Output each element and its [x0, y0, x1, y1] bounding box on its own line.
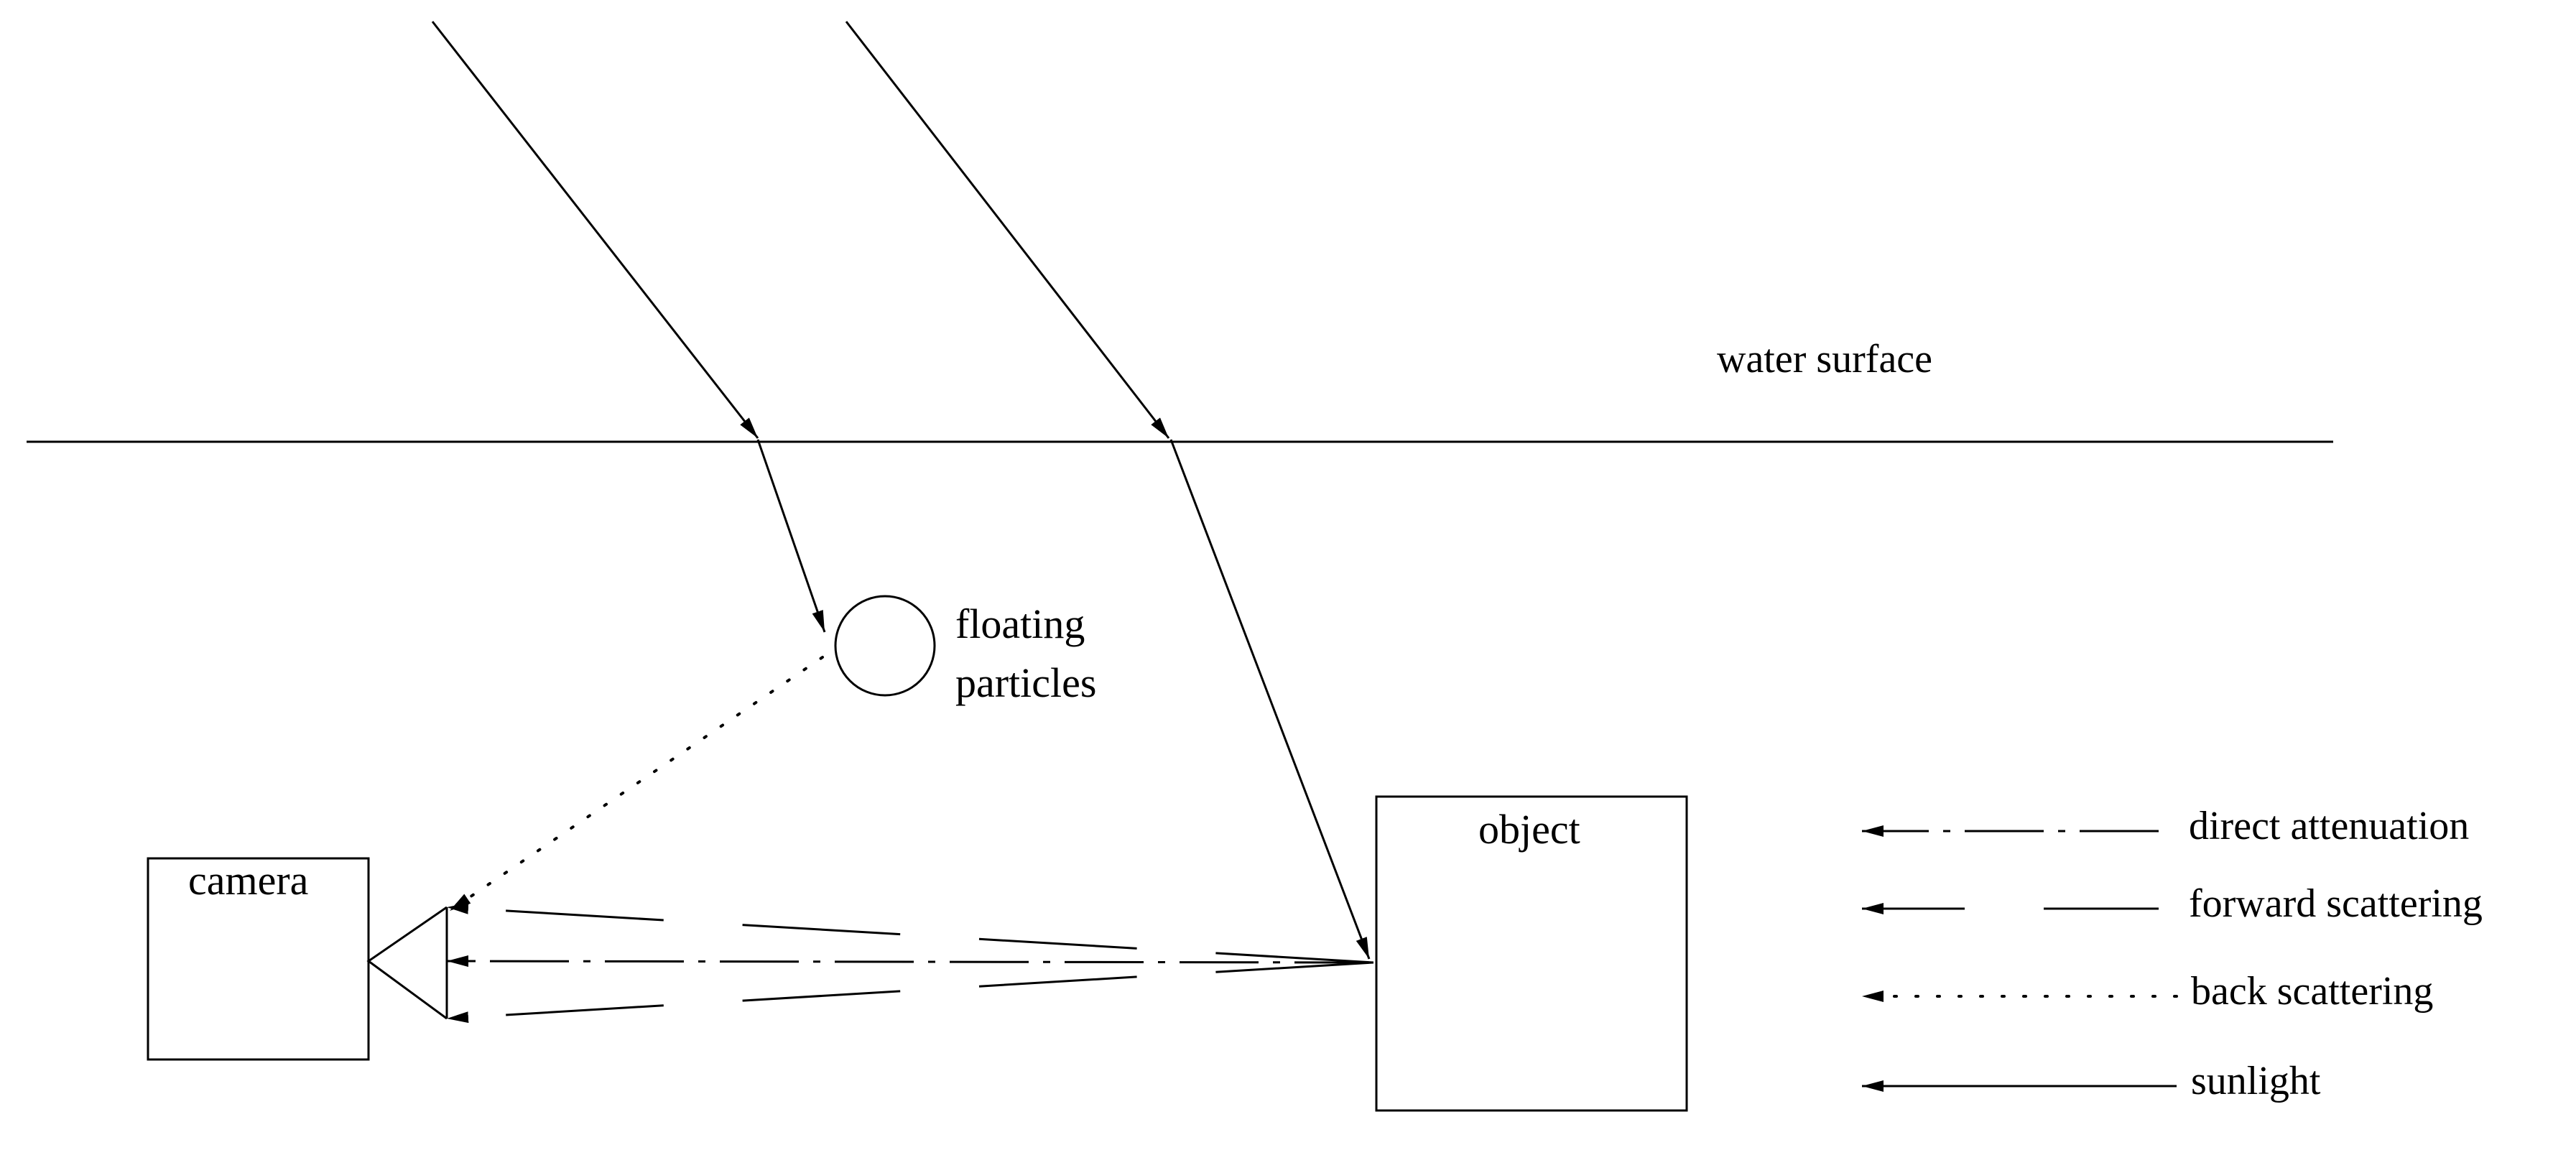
legend: direct attenuation forward scattering ba… [1861, 804, 2483, 1103]
legend-direct-label: direct attenuation [2189, 804, 2469, 848]
floating-particle [834, 595, 936, 697]
camera-label: camera [188, 857, 308, 904]
direct-attenuation-ray [446, 955, 1374, 968]
water-surface-label: water surface [1717, 337, 1932, 381]
sunlight-ray-2-refracted [1169, 439, 1371, 960]
sunlight-ray-2-incident [845, 21, 1170, 439]
object-box [1375, 795, 1688, 1112]
object-label: object [1478, 806, 1580, 853]
legend-forward-label: forward scattering [2189, 881, 2483, 926]
sunlight-ray-1-refracted [756, 439, 826, 633]
back-scatter-ray [448, 656, 824, 912]
forward-scatter-ray-upper [446, 902, 1374, 964]
sunlight-ray-1-incident [431, 21, 759, 439]
particles-label: particles [955, 659, 1096, 706]
camera-lens [366, 906, 448, 1020]
camera-box [147, 857, 370, 1061]
legend-sunlight-label: sunlight [2191, 1059, 2321, 1103]
legend-back-label: back scattering [2191, 969, 2433, 1014]
floating-label: floating [955, 600, 1085, 647]
forward-scatter-ray-lower [446, 961, 1374, 1024]
